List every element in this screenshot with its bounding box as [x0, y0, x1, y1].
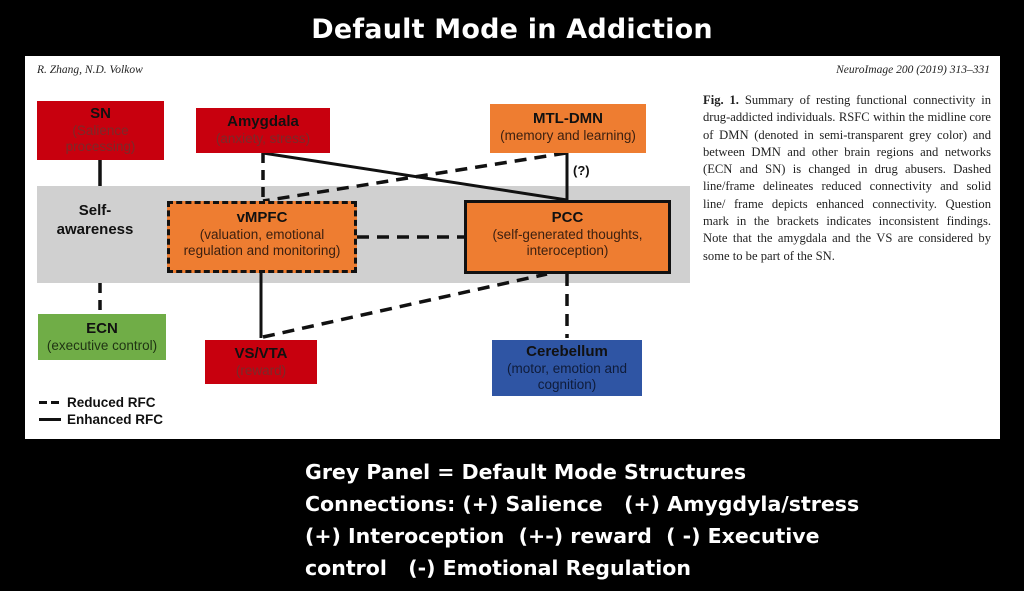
legend-enhanced-label: Enhanced RFC — [67, 412, 164, 427]
node-vmpfc-subtitle-1: (valuation, emotional — [199, 226, 325, 242]
connection-lines — [98, 151, 569, 339]
legend-item-reduced: Reduced RFC — [39, 394, 163, 411]
node-pcc-title: PCC — [551, 209, 584, 226]
node-mtl-dmn-title: MTL-DMN — [533, 110, 603, 127]
node-amygdala-subtitle: (anxiety, stress) — [215, 130, 311, 146]
figure-caption-text: Summary of resting functional connectivi… — [703, 93, 991, 263]
legend-item-enhanced: Enhanced RFC — [39, 411, 163, 428]
figure-journal-ref: NeuroImage 200 (2019) 313–331 — [836, 64, 990, 76]
node-vmpfc-title: vMPFC — [236, 209, 288, 226]
node-ecn-title: ECN — [86, 320, 118, 337]
self-awareness-line2: awareness — [56, 220, 134, 238]
notes-line-3: (+) Interoception (+-) reward ( -) Execu… — [305, 524, 820, 548]
slide-notes: Grey Panel = Default Mode Structures Con… — [305, 456, 859, 584]
legend-reduced-label: Reduced RFC — [67, 395, 156, 410]
node-vmpfc-subtitle-2: regulation and monitoring) — [183, 242, 341, 258]
inconsistent-findings-mark: (?) — [573, 163, 590, 178]
node-cerebellum: Cerebellum (motor, emotion and cognition… — [492, 340, 642, 396]
node-vs-vta-title: VS/VTA — [234, 345, 288, 362]
figure-caption: Fig. 1. Summary of resting functional co… — [703, 92, 991, 265]
node-amygdala: Amygdala (anxiety, stress) — [196, 108, 330, 153]
slide-title: Default Mode in Addiction — [311, 14, 713, 45]
node-sn-subtitle-2: processing) — [65, 138, 136, 154]
node-vmpfc: vMPFC (valuation, emotional regulation a… — [167, 201, 357, 273]
node-cerebellum-subtitle-1: (motor, emotion and — [506, 360, 628, 376]
figure-authors: R. Zhang, N.D. Volkow — [37, 64, 143, 76]
notes-line-4: control (-) Emotional Regulation — [305, 556, 691, 580]
node-cerebellum-title: Cerebellum — [526, 343, 608, 360]
node-pcc-subtitle-1: (self-generated thoughts, — [492, 226, 643, 242]
dashed-line-swatch-icon — [39, 401, 61, 404]
notes-line-2: Connections: (+) Salience (+) Amygdyla/s… — [305, 492, 860, 516]
node-cerebellum-subtitle-2: cognition) — [537, 376, 597, 392]
node-sn-title: SN — [90, 105, 111, 122]
node-mtl-dmn-subtitle: (memory and learning) — [500, 127, 636, 143]
self-awareness-line1: Self- — [78, 202, 112, 219]
line-mtl-to-vmpfc — [262, 151, 567, 203]
node-ecn: ECN (executive control) — [38, 314, 166, 360]
node-ecn-subtitle: (executive control) — [46, 337, 158, 353]
line-amygdala-to-pcc — [262, 151, 568, 202]
line-vsvta-to-pcc — [262, 272, 548, 339]
node-vs-vta-subtitle: (reward) — [235, 362, 287, 378]
notes-line-1: Grey Panel = Default Mode Structures — [305, 460, 747, 484]
node-sn-subtitle-1: (Salience — [72, 122, 129, 138]
node-amygdala-title: Amygdala — [227, 113, 299, 130]
node-sn: SN (Salience processing) — [37, 101, 164, 160]
node-pcc: PCC (self-generated thoughts, interocept… — [464, 200, 671, 274]
figure-caption-label: Fig. 1. — [703, 93, 739, 107]
figure-panel: R. Zhang, N.D. Volkow NeuroImage 200 (20… — [25, 56, 1000, 439]
node-mtl-dmn: MTL-DMN (memory and learning) — [490, 104, 646, 153]
node-pcc-subtitle-2: interoception) — [526, 242, 609, 258]
legend: Reduced RFC Enhanced RFC — [39, 394, 163, 428]
self-awareness-label: Self- awareness — [47, 202, 143, 240]
solid-line-swatch-icon — [39, 418, 61, 421]
node-vs-vta: VS/VTA (reward) — [205, 340, 317, 384]
